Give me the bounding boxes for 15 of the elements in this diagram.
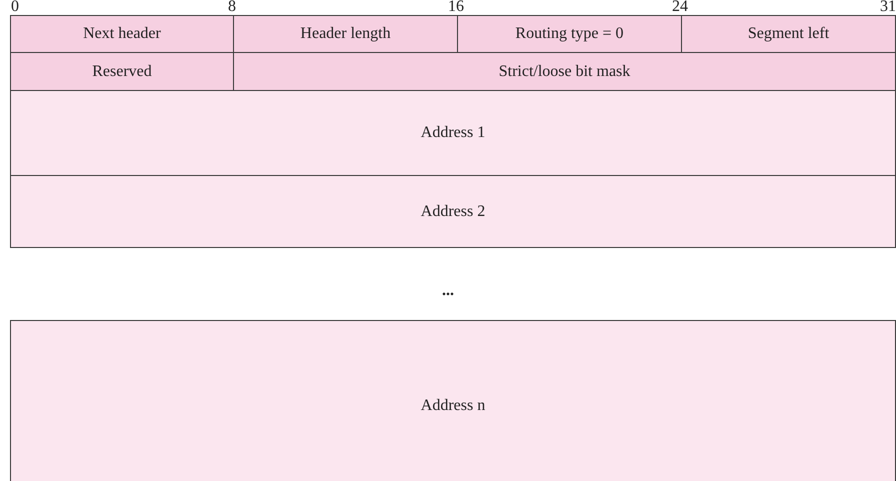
header-field: Reserved [10,52,234,91]
bit-position: 0 [11,0,19,16]
bit-position: 24 [672,0,688,16]
header-field: Next header [10,15,234,53]
header-field: Routing type = 0 [457,15,682,53]
header-field: Address n [10,320,896,481]
header-field: Strict/loose bit mask [233,52,896,91]
bit-position: 16 [448,0,464,16]
header-field: Segment left [681,15,896,53]
header-field: Address 2 [10,175,896,248]
bit-position: 31 [880,0,896,16]
header-field: Address 1 [10,90,896,176]
ellipsis: ... [442,282,454,300]
header-field: Header length [233,15,458,53]
bit-position: 8 [228,0,236,16]
